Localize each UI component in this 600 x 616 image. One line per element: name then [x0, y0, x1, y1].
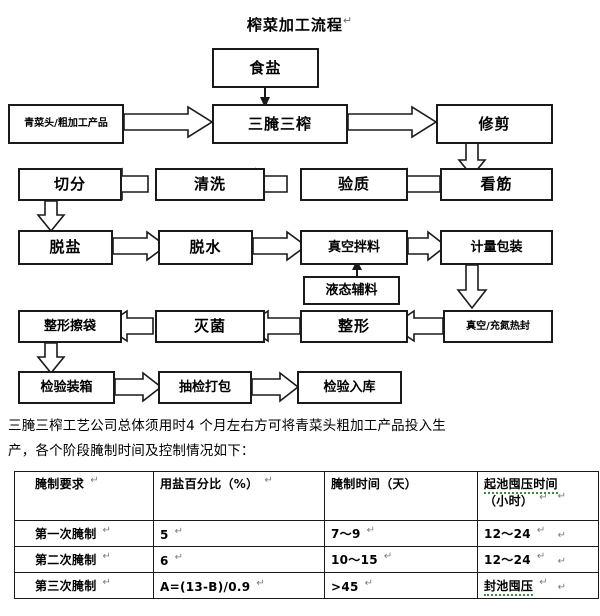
node-raw-material[interactable]: 青菜头/粗加工产品: [8, 104, 124, 144]
row-return-mark: ↵: [557, 582, 566, 593]
node-vacuum-mix-label: 真空拌料: [327, 240, 380, 255]
node-salt-label: 食盐: [249, 58, 282, 77]
connector-vacuummix-to-package: [407, 230, 448, 262]
row-return-mark: ↵: [557, 530, 566, 541]
node-raw-material-label: 青菜头/粗加工产品: [24, 118, 108, 129]
cell-press-hours: 封池囤压↵: [477, 572, 599, 599]
cell-requirement: 第一次腌制↵: [14, 520, 154, 547]
cell-pickle-days: 10～15↵: [324, 546, 478, 573]
node-weigh-package[interactable]: 计量包装: [440, 230, 553, 265]
pickling-parameters-table-wrapper: 腌制要求↵ 用盐百分比（%）↵ 腌制时间（天） 起池囤压时间 （小时）↵ 第一次…: [14, 471, 599, 599]
page-title: 榨菜加工流程↵: [0, 14, 600, 35]
node-wash[interactable]: 清洗: [155, 168, 265, 201]
node-wash-label: 清洗: [193, 175, 226, 193]
node-cut-label: 切分: [53, 175, 86, 193]
cell-pickle-days: 7～9↵: [324, 520, 478, 547]
node-sterilize[interactable]: 灭菌: [155, 310, 265, 343]
arrowhead-salt-to-pickle: [260, 97, 270, 108]
node-inspect-quality[interactable]: 验质: [300, 168, 408, 201]
connector-raw-to-pickle: [123, 105, 214, 139]
pickling-parameters-table: 腌制要求↵ 用盐百分比（%）↵ 腌制时间（天） 起池囤压时间 （小时）↵ 第一次…: [14, 471, 599, 599]
node-weigh-package-label: 计量包装: [470, 240, 523, 255]
node-shape-label: 整形: [337, 317, 370, 335]
node-inspect-store-label: 检验入库: [323, 380, 376, 395]
node-desalt[interactable]: 脱盐: [18, 230, 113, 265]
node-trim[interactable]: 修剪: [436, 104, 553, 144]
node-sample-pack-label: 抽检打包: [178, 380, 231, 395]
node-inspect-boxing-label: 检验装箱: [40, 380, 93, 395]
connector-dehydrate-to-vacuummix: [252, 230, 308, 262]
arrowhead-liquid-to-vacuummix: [352, 260, 362, 270]
node-shape-wipe-bag[interactable]: 整形擦袋: [18, 310, 122, 343]
node-dehydrate[interactable]: 脱水: [158, 230, 253, 265]
cell-press-hours: 12～24↵: [477, 546, 599, 573]
column-header-press-hours: 起池囤压时间 （小时）↵: [477, 471, 599, 521]
table-header: 腌制要求↵ 用盐百分比（%）↵ 腌制时间（天） 起池囤压时间 （小时）↵: [14, 471, 599, 521]
row-return-mark: ↵: [557, 491, 566, 502]
node-sample-pack[interactable]: 抽检打包: [158, 371, 252, 404]
cell-press-hours: 12～24↵: [477, 520, 599, 547]
table-row: 第二次腌制↵ 6↵ 10～15↵ 12～24↵: [14, 546, 599, 573]
node-salt[interactable]: 食盐: [212, 48, 319, 88]
connector-cut-to-desalt: [36, 200, 66, 233]
body-paragraph: 三腌三榨工艺公司总体须用时4 个月左右方可将青菜头粗加工产品投入生产，各个阶段腌…: [8, 418, 446, 459]
column-header-salt-percent: 用盐百分比（%）↵: [153, 471, 325, 521]
cell-pickle-days: >45↵: [324, 572, 478, 599]
node-shape-wipe-bag-label: 整形擦袋: [43, 319, 96, 334]
column-header-pickle-days: 腌制时间（天）: [324, 471, 478, 521]
node-shape[interactable]: 整形: [300, 310, 408, 343]
connector-package-to-seal: [456, 264, 488, 310]
table-row: 第三次腌制↵ A=(13-B)/0.9↵ >45↵ 封池囤压↵: [14, 572, 599, 599]
node-check-tendon-label: 看筋: [480, 175, 513, 193]
connector-pickle-to-trim: [347, 105, 438, 139]
paragraph-return-mark: ↵: [342, 14, 354, 27]
table-header-row: 腌制要求↵ 用盐百分比（%）↵ 腌制时间（天） 起池囤压时间 （小时）↵: [14, 471, 599, 521]
node-three-pickle-label: 三腌三榨: [247, 114, 312, 133]
connector-wipebag-to-boxing: [36, 342, 66, 375]
connector-boxing-to-samplepack: [114, 371, 163, 403]
page-title-text: 榨菜加工流程: [246, 16, 343, 34]
cell-salt-percent: 5↵: [153, 520, 325, 547]
node-liquid-additive[interactable]: 液态辅料: [303, 276, 400, 305]
node-inspect-quality-label: 验质: [337, 175, 370, 193]
node-liquid-additive-label: 液态辅料: [325, 283, 378, 298]
table-row: 第一次腌制↵ 5↵ 7～9↵ 12～24↵: [14, 520, 599, 547]
node-three-pickle[interactable]: 三腌三榨: [212, 104, 348, 144]
row-return-mark: ↵: [557, 556, 566, 567]
node-dehydrate-label: 脱水: [189, 238, 222, 256]
cell-requirement: 第二次腌制↵: [14, 546, 154, 573]
node-desalt-label: 脱盐: [49, 238, 82, 256]
node-vacuum-seal-label: 真空/充氮热封: [466, 320, 530, 332]
table-body: 第一次腌制↵ 5↵ 7～9↵ 12～24↵ 第二次腌制↵ 6↵: [14, 520, 599, 599]
node-trim-label: 修剪: [478, 114, 511, 133]
cell-salt-percent: 6↵: [153, 546, 325, 573]
node-check-tendon[interactable]: 看筋: [440, 168, 553, 201]
node-sterilize-label: 灭菌: [193, 317, 226, 335]
connector-samplepack-to-store: [251, 371, 300, 403]
node-vacuum-mix[interactable]: 真空拌料: [300, 230, 408, 265]
cell-salt-percent: A=(13-B)/0.9↵: [153, 572, 325, 599]
connector-desalt-to-dehydrate: [112, 230, 168, 262]
node-cut[interactable]: 切分: [18, 168, 122, 201]
cell-requirement: 第三次腌制↵: [14, 572, 154, 599]
node-inspect-store[interactable]: 检验入库: [297, 371, 402, 404]
column-header-requirement: 腌制要求↵: [14, 471, 154, 521]
node-inspect-boxing[interactable]: 检验装箱: [18, 371, 115, 404]
process-flowchart: 食盐 青菜头/粗加工产品 三腌三榨 修剪 切分 清洗 验质 看筋 脱盐 脱水 真…: [8, 48, 553, 404]
node-vacuum-seal[interactable]: 真空/充氮热封: [443, 310, 553, 343]
